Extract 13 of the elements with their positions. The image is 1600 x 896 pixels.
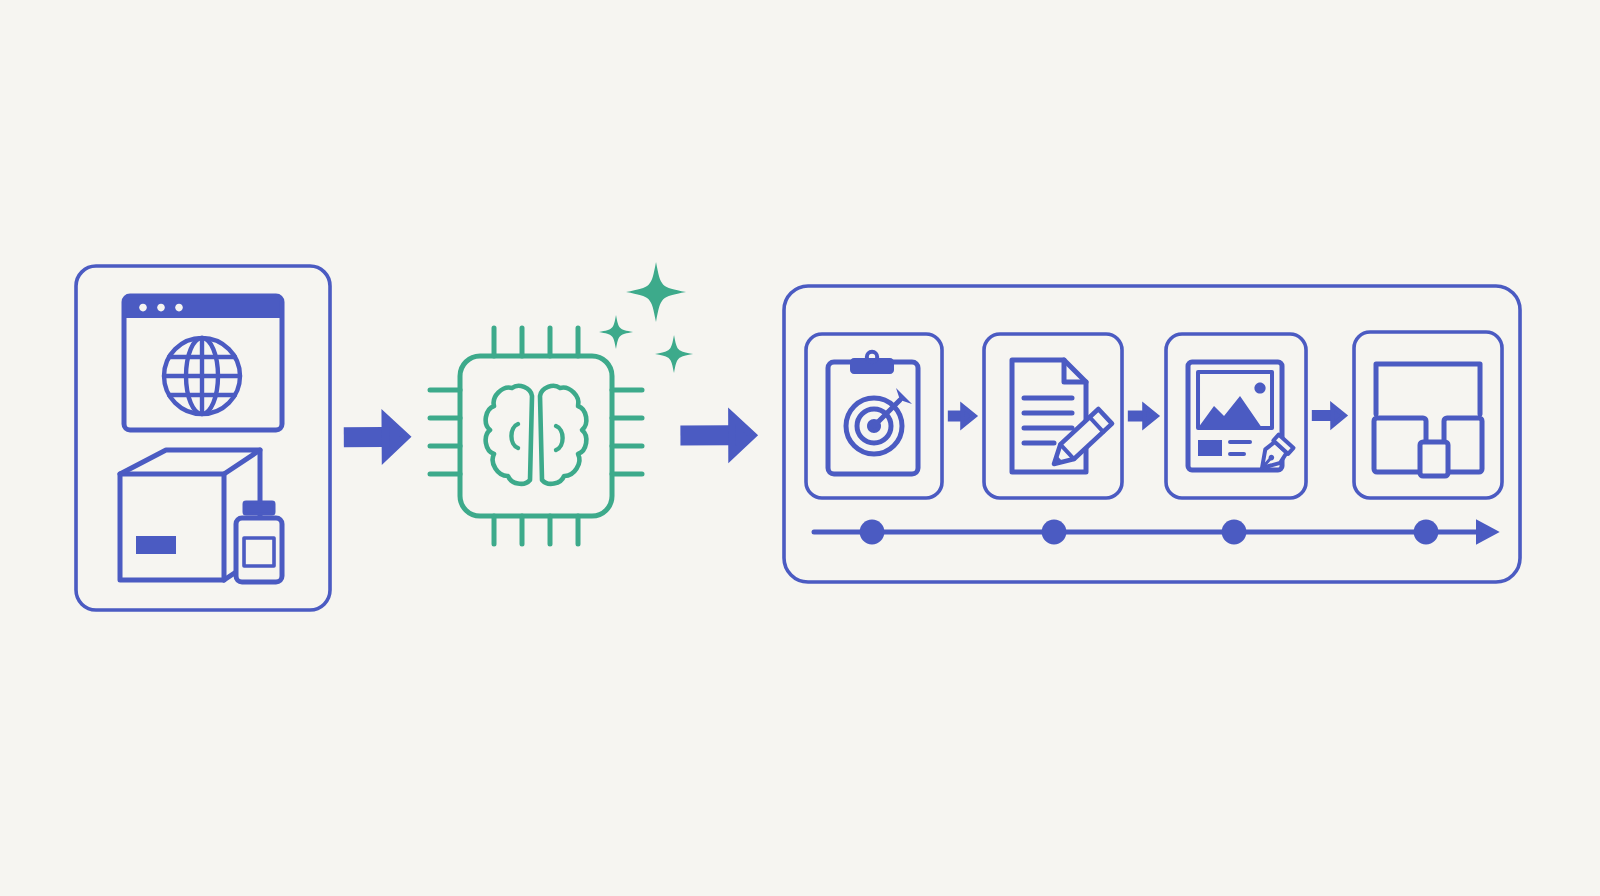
browser-globe-icon (121, 293, 285, 433)
clipboard-target-icon (825, 349, 921, 477)
devices-icon (1371, 361, 1485, 479)
brain-chip-icon (427, 325, 645, 547)
step-tile (1164, 332, 1308, 500)
document-pencil-icon (1009, 357, 1115, 475)
step-tile (1352, 330, 1504, 500)
image-layout-icon (1185, 359, 1296, 473)
step-tile (804, 332, 944, 500)
panel (782, 284, 1522, 584)
package-bottle-icon (117, 447, 285, 585)
step-tile (982, 332, 1124, 500)
panel (74, 264, 332, 612)
